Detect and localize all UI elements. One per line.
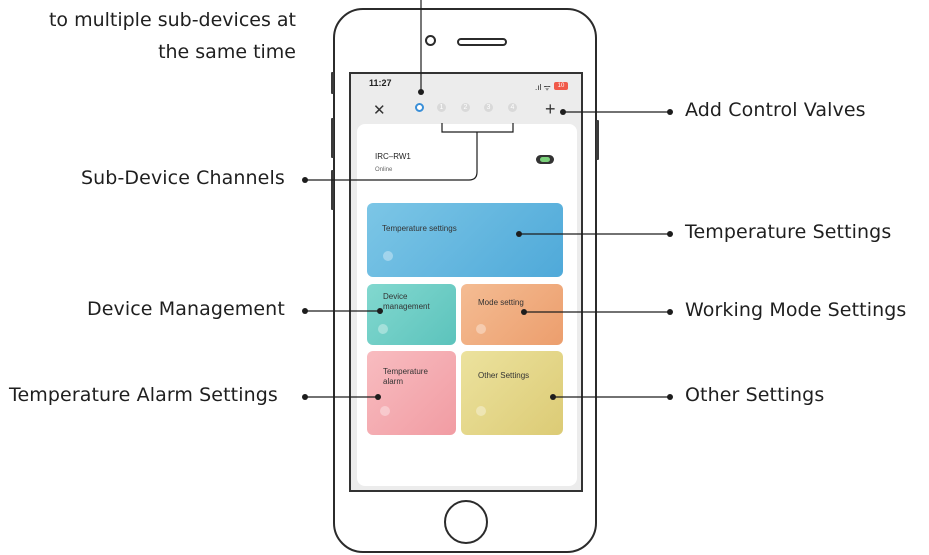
- callout-dot: [521, 309, 527, 315]
- close-icon[interactable]: ✕: [373, 102, 386, 119]
- callout-device-management: Device Management: [87, 298, 285, 320]
- callout-temperature-alarm-settings: Temperature Alarm Settings: [9, 384, 278, 406]
- device-status: Online: [375, 167, 393, 173]
- device-name: IRC–RW1: [375, 152, 411, 161]
- callout-add-control-valves: Add Control Valves: [685, 99, 866, 121]
- phone-speaker: [457, 38, 507, 46]
- callout-dot: [667, 394, 673, 400]
- temperature-settings-label: Temperature settings: [382, 224, 457, 233]
- temperature-alarm-label: Temperature alarm: [383, 367, 428, 386]
- callout-dot: [302, 394, 308, 400]
- callout-dot: [667, 309, 673, 315]
- channel-active-indicator[interactable]: [415, 103, 424, 112]
- callout-dot: [560, 109, 566, 115]
- callout-dot: [375, 394, 381, 400]
- phone-side-button: [331, 72, 334, 94]
- device-management-tile[interactable]: [367, 284, 456, 345]
- temperature-settings-tile[interactable]: [367, 203, 563, 277]
- callout-working-mode-settings: Working Mode Settings: [685, 299, 907, 321]
- phone-camera: [425, 35, 436, 46]
- channel-2[interactable]: 2: [461, 103, 470, 112]
- channel-3[interactable]: 3: [484, 103, 493, 112]
- device-management-label: Device management: [383, 292, 430, 311]
- arrow-icon: [476, 406, 486, 416]
- callout-other-settings: Other Settings: [685, 384, 825, 406]
- other-settings-label: Other Settings: [478, 371, 530, 380]
- callout-dot: [302, 308, 308, 314]
- callout-dot: [550, 394, 556, 400]
- top-note: to multiple sub-devices at the same time: [20, 4, 296, 68]
- phone-volume-down: [331, 170, 334, 210]
- channel-4[interactable]: 4: [508, 103, 517, 112]
- temperature-alarm-tile[interactable]: [367, 351, 456, 435]
- callout-dot: [667, 231, 673, 237]
- callout-sub-device-channels: Sub-Device Channels: [81, 167, 285, 189]
- status-time: 11:27: [369, 78, 392, 88]
- arrow-icon: [378, 324, 388, 334]
- arrow-icon: [476, 324, 486, 334]
- callout-dot: [377, 308, 383, 314]
- mode-setting-tile[interactable]: [461, 284, 563, 345]
- arrow-icon: [380, 406, 390, 416]
- callout-dot: [667, 109, 673, 115]
- callout-temperature-settings: Temperature Settings: [685, 221, 892, 243]
- phone-volume-up: [331, 118, 334, 158]
- callout-dot: [302, 177, 308, 183]
- add-valve-button[interactable]: +: [545, 99, 556, 119]
- arrow-icon: [383, 251, 393, 261]
- callout-dot: [418, 89, 424, 95]
- callout-dot: [516, 231, 522, 237]
- top-note-line-2: the same time: [158, 41, 296, 63]
- channels-line: [305, 123, 514, 181]
- other-settings-tile[interactable]: [461, 351, 563, 435]
- top-note-line-1: to multiple sub-devices at: [48, 9, 296, 31]
- power-toggle[interactable]: [536, 155, 554, 164]
- signal-wifi-icon: .ıl ᯤ: [535, 83, 551, 92]
- channel-1[interactable]: 1: [437, 103, 446, 112]
- mode-setting-label: Mode setting: [478, 298, 524, 307]
- home-button[interactable]: [444, 500, 488, 544]
- battery-icon: 10: [554, 82, 568, 90]
- phone-power-button: [596, 120, 599, 160]
